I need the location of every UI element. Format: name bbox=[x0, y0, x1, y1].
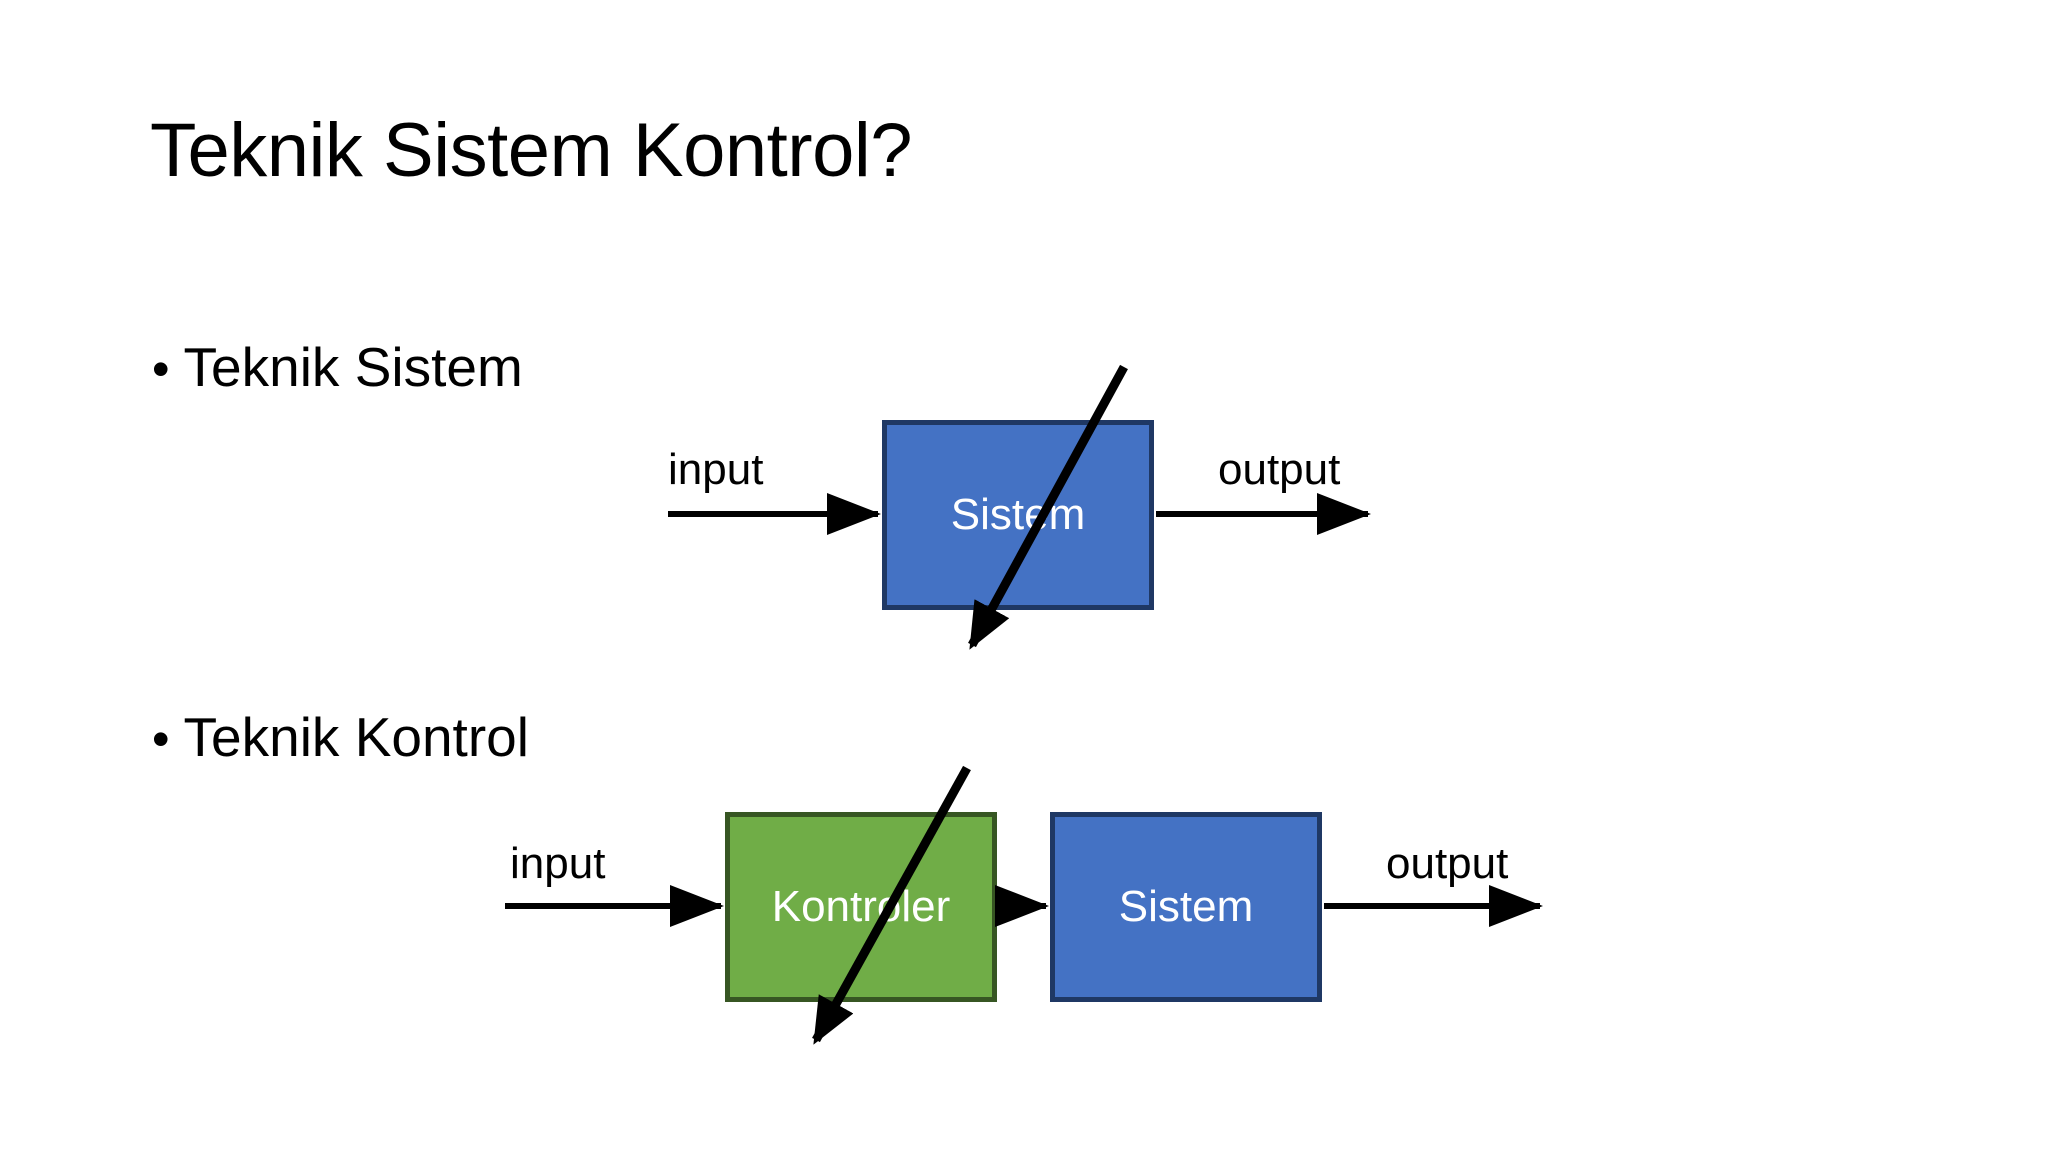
input-label: input bbox=[668, 445, 764, 494]
block-sistem[interactable]: Sistem bbox=[882, 420, 1154, 610]
output-label: output bbox=[1386, 839, 1509, 888]
block-kontroler[interactable]: Kontroler bbox=[725, 812, 997, 1002]
bullet-label: Teknik Kontrol bbox=[183, 706, 529, 768]
bullet-item-teknik-sistem: • Teknik Sistem bbox=[152, 340, 523, 395]
block-label: Sistem bbox=[1118, 882, 1254, 931]
input-label: input bbox=[510, 839, 606, 888]
page-title: Teknik Sistem Kontrol? bbox=[150, 108, 913, 193]
bullet-label: Teknik Sistem bbox=[183, 336, 523, 398]
block-label: Sistem bbox=[950, 490, 1086, 539]
block-label: Kontroler bbox=[771, 882, 951, 931]
bullet-item-teknik-kontrol: • Teknik Kontrol bbox=[152, 710, 529, 765]
output-label: output bbox=[1218, 445, 1341, 494]
block-sistem[interactable]: Sistem bbox=[1050, 812, 1322, 1002]
bullet-marker-icon: • bbox=[152, 341, 170, 397]
bullet-marker-icon: • bbox=[152, 711, 170, 767]
